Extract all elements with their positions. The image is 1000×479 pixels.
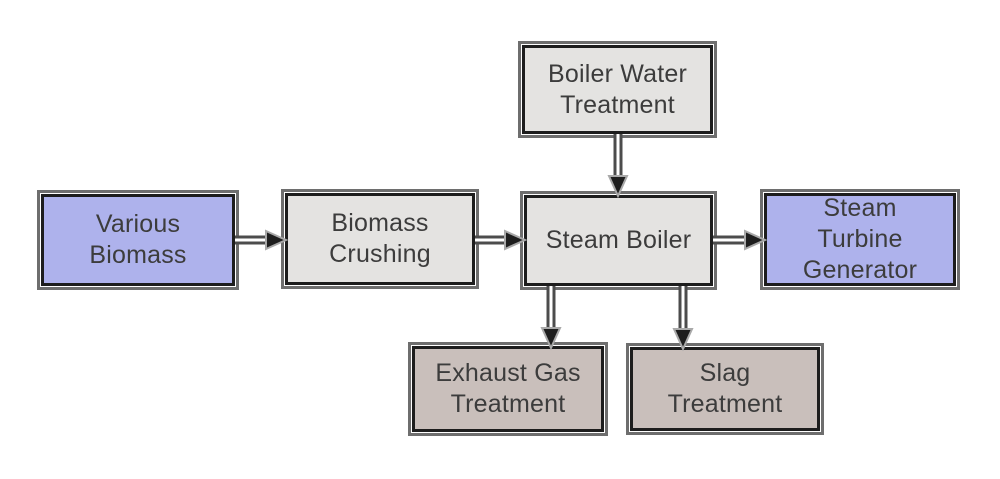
node-boiler-water-treatment-label: Boiler Water Treatment — [547, 59, 687, 119]
node-steam-turbine-generator: Steam Turbine Generator — [760, 189, 960, 290]
node-slag-treatment-label: Slag Treatment — [667, 359, 783, 418]
edge-steam-boiler-to-steam-turbine-generator-arrow — [713, 229, 768, 251]
edge-boiler-water-treatment-to-steam-boiler-arrow — [607, 134, 629, 199]
node-various-biomass-label: Various Biomass — [89, 210, 187, 269]
edge-biomass-crushing-to-steam-boiler-arrow — [475, 229, 528, 251]
node-biomass-crushing-label: Biomass Crushing — [329, 209, 431, 268]
node-exhaust-gas-treatment-label: Exhaust Gas Treatment — [435, 359, 581, 418]
edge-steam-boiler-to-exhaust-gas-treatment-arrow — [540, 286, 562, 351]
node-biomass-crushing: Biomass Crushing — [281, 189, 479, 289]
node-steam-boiler: Steam Boiler — [520, 191, 717, 290]
node-various-biomass: Various Biomass — [37, 190, 239, 290]
node-boiler-water-treatment: Boiler Water Treatment — [518, 41, 717, 138]
edge-steam-boiler-to-slag-treatment-arrow — [672, 286, 694, 352]
node-steam-turbine-generator-label: Steam Turbine Generator — [802, 194, 918, 284]
node-exhaust-gas-treatment: Exhaust Gas Treatment — [408, 342, 608, 436]
node-slag-treatment: Slag Treatment — [626, 343, 824, 435]
edge-various-biomass-to-biomass-crushing-arrow — [235, 229, 289, 251]
node-steam-boiler-label: Steam Boiler — [545, 226, 692, 254]
